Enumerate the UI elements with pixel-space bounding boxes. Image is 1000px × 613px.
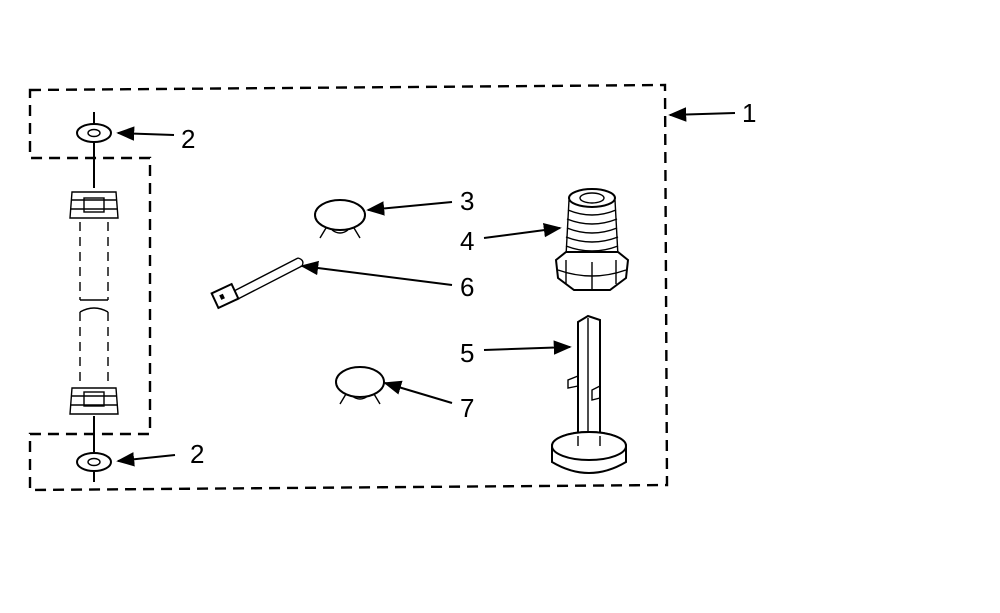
callout-clip-upper: 3 [460, 186, 474, 216]
clip-lower [335, 366, 385, 405]
callout-cam-nut: 4 [460, 226, 474, 256]
kit-boundary [28, 83, 669, 492]
washer-bottom [76, 452, 112, 472]
callout-clip-lower: 7 [460, 393, 474, 423]
leader-clip-lower [383, 380, 453, 404]
callout-cam: 5 [460, 338, 474, 368]
callout-washer-bottom: 2 [190, 439, 204, 469]
wire-pin [210, 257, 304, 310]
washer-top [76, 123, 112, 143]
leader-washer-top [116, 126, 175, 141]
leader-cam-nut [483, 222, 562, 239]
callout-wire-pin: 6 [460, 272, 474, 302]
shaft-assembly [69, 112, 119, 482]
callout-washer-top: 2 [181, 124, 195, 154]
callout-kit: 1 [742, 98, 756, 128]
leader-cam [483, 340, 572, 355]
leader-washer-bottom [116, 452, 176, 467]
leader-arrows [116, 107, 736, 467]
leader-wire-pin [300, 260, 453, 286]
leader-kit [668, 107, 736, 122]
cam-post [551, 314, 627, 474]
leader-clip-upper [366, 201, 453, 216]
clip-upper [314, 199, 366, 239]
cam-nut [554, 188, 630, 291]
